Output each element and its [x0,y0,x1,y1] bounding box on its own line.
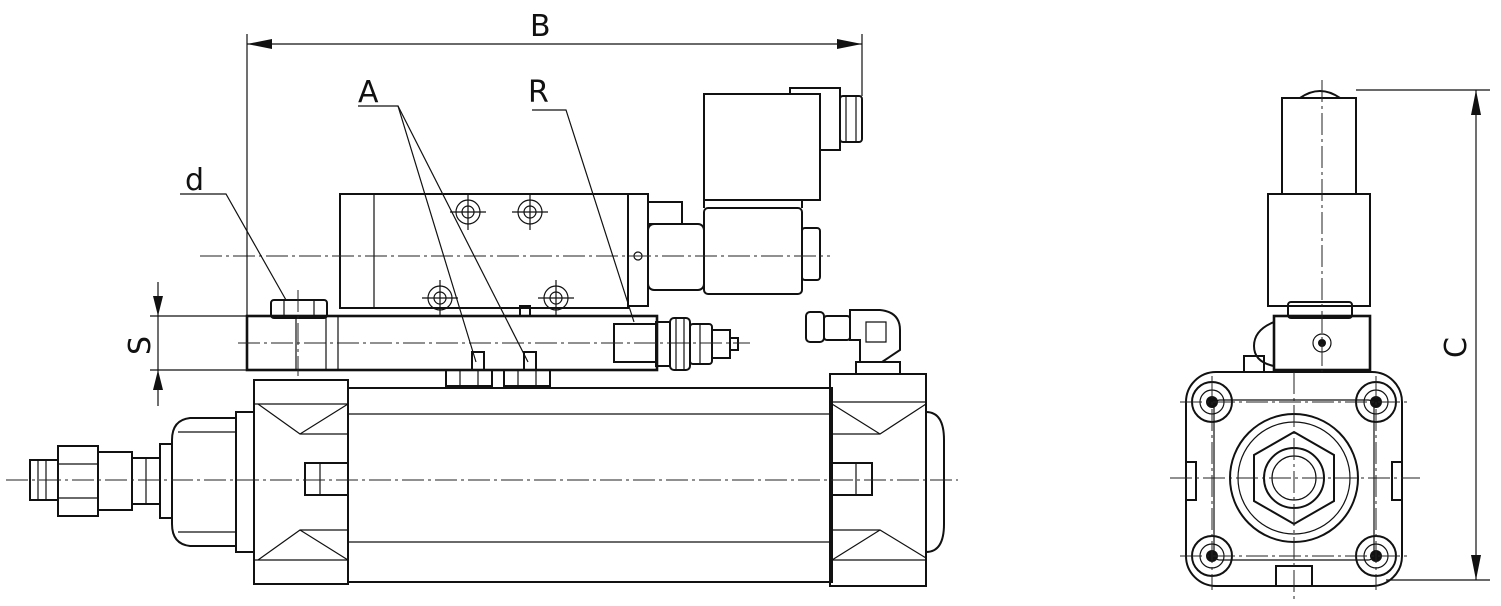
solenoid-valve-body [339,193,649,317]
label-r: R [528,75,549,110]
dimension-s [150,282,247,406]
label-a: A [358,75,379,110]
label-s: S [123,336,158,355]
side-view [6,34,958,587]
left-end-cap [253,379,349,585]
label-b: B [530,9,551,44]
cylinder-barrel [347,387,833,583]
end-view-valve [1267,90,1371,307]
elbow-fitting [805,309,901,375]
screw-d [270,299,328,319]
valve-screw-holes [422,194,574,316]
label-d: d [185,163,204,198]
end-view-bar [1243,301,1372,373]
front-cover [159,411,254,553]
dimension-b [246,34,863,316]
solenoid-coil [633,87,863,295]
piston-rod-end [29,445,161,517]
dimension-c [1356,89,1490,581]
nuts-a [445,351,551,387]
fitting-r [655,317,739,371]
label-c: C [1439,337,1474,358]
end-view [1170,80,1490,600]
leader-lines [180,105,635,363]
